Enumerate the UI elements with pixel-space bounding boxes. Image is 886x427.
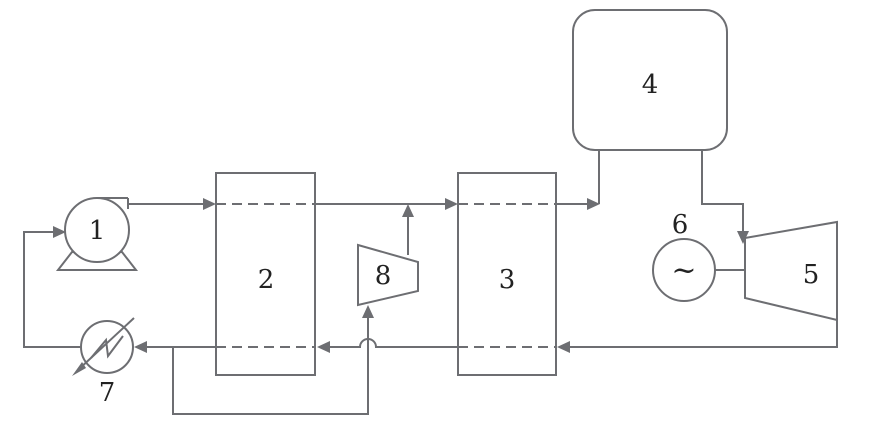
pipe-hx3-to-hx2-return [329,338,458,348]
turbine-body [744,220,838,322]
generator-label: 6 [672,210,689,240]
arrow-into-hx3-return [557,341,570,353]
hx2-shell [215,172,316,376]
arrow-compressor-outlet [402,204,414,217]
generator-6: ~ 6 [652,210,716,302]
cooler-diagonal [77,317,135,371]
arrow-into-compressor [362,305,374,318]
heat-exchanger-3: 3 [457,172,557,376]
hx3-label: 3 [499,265,516,295]
cooler-7: 7 [72,317,135,408]
pump-casing [64,197,130,263]
hx3-shell [457,172,557,376]
reservoir-4: 4 [572,9,728,151]
heat-exchanger-2: 2 [215,172,316,376]
cooler-zigzag [90,335,124,359]
pipe-reservoir-to-turbine [701,150,744,232]
cooler-diagonal-head [72,362,86,376]
pipe-turbine-exhaust [569,320,838,348]
pipe-bypass-to-compressor [172,318,369,415]
compressor-8: 8 [357,243,419,307]
arrow-to-reservoir [587,198,600,210]
compressor-body [357,243,419,307]
pump-1: 1 [55,197,139,271]
pump-label: 1 [89,216,106,246]
pipe-pump-to-hx2 [127,203,205,207]
pipe-cooler-to-pump [23,231,80,348]
generator-symbol: ~ [671,253,696,288]
turbine-label: 5 [803,260,820,290]
reservoir-body [572,9,728,151]
arrow-into-turbine [737,231,749,244]
arrow-into-hx2-return [317,341,330,353]
arrow-into-cooler [134,341,147,353]
generator-body [652,238,716,302]
arrow-into-hx2 [203,198,216,210]
hx2-label: 2 [258,265,275,295]
reservoir-label: 4 [642,70,659,100]
compressor-label: 8 [375,261,392,291]
cooler-label: 7 [99,378,116,408]
turbine-5: 5 [744,220,838,322]
arrow-into-hx3 [445,198,458,210]
arrow-into-pump [53,226,66,238]
